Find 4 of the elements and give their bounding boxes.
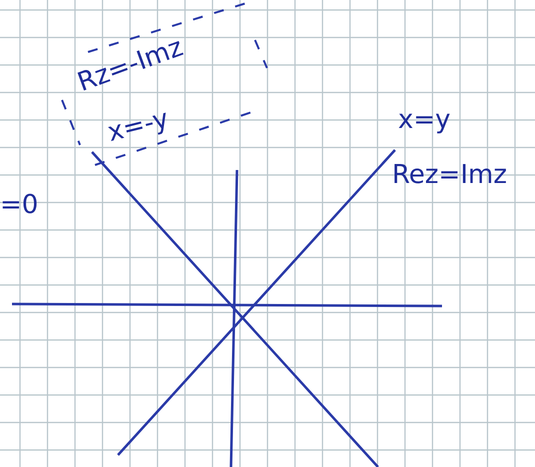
equation-label: Rez=Imz bbox=[392, 160, 507, 190]
equation-label: x=-y bbox=[104, 104, 172, 148]
equation-label: x=y bbox=[398, 105, 451, 135]
equation-label: =0 bbox=[0, 190, 38, 220]
